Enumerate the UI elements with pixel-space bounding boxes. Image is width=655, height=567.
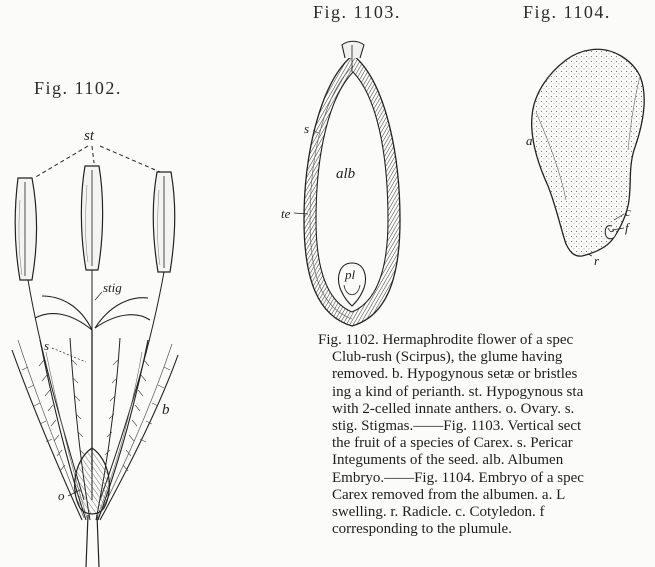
label-stig: stig — [103, 280, 122, 295]
label-alb: alb — [336, 166, 356, 182]
caption-line: Fig. 1102. Hermaphrodite flower of a spe… — [318, 332, 655, 349]
caption-line: Embryo.——Fig. 1104. Embryo of a spec — [318, 470, 655, 487]
caption-line: Club-rush (Scirpus), the glume having — [318, 349, 655, 366]
label-pl: pl — [344, 267, 356, 282]
caption-line: stig. Stigmas.——Fig. 1103. Vertical sect — [318, 418, 655, 435]
caption-line: corresponding to the plumule. — [318, 521, 655, 538]
label-s-1102: s — [44, 338, 49, 353]
caption-line: swelling. r. Radicle. c. Cotyledon. f — [318, 504, 655, 521]
figure-caption: Fig. 1102. Hermaphrodite flower of a spe… — [318, 332, 655, 567]
label-b: b — [162, 402, 170, 418]
caption-line: removed. b. Hypogynous setæ or bristles — [318, 366, 655, 383]
anther-left — [15, 178, 36, 280]
label-o: o — [58, 488, 65, 503]
label-st: st — [84, 128, 95, 144]
caption-line: Carex removed from the albumen. a. L — [318, 487, 655, 504]
anther-right — [153, 172, 174, 272]
anther-middle — [81, 166, 102, 270]
label-c: c — [625, 204, 631, 219]
figure-1102-drawing — [12, 146, 178, 567]
figure-1103-drawing — [294, 41, 400, 326]
caption-line: Integuments of the seed. alb. Albumen — [318, 452, 655, 469]
label-te: te — [281, 206, 291, 221]
caption-line: the fruit of a species of Carex. s. Peri… — [318, 435, 655, 452]
label-r: r — [594, 253, 600, 268]
label-f: f — [625, 220, 631, 235]
label-a: a — [526, 133, 533, 148]
caption-line: with 2-celled innate anthers. o. Ovary. … — [318, 401, 655, 418]
label-s-1103: s — [304, 121, 309, 136]
caption-line: ing a kind of perianth. st. Hypogynous s… — [318, 384, 655, 401]
